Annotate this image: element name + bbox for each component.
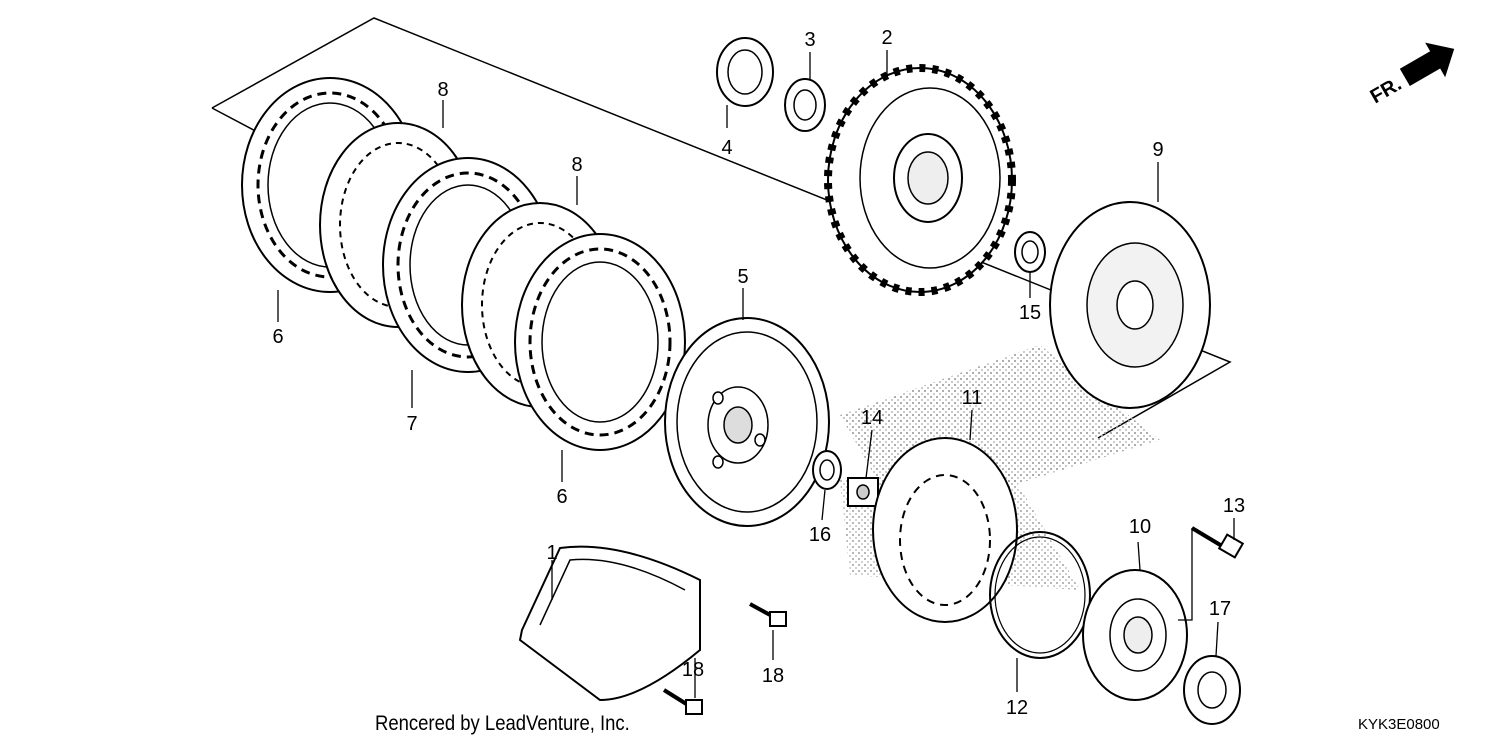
part-3-collar	[785, 79, 825, 131]
render-credit: Rencered by LeadVenture, Inc.	[375, 712, 630, 735]
callout-18-right[interactable]: 18	[761, 665, 785, 687]
callout-16[interactable]: 16	[808, 524, 832, 546]
part-10-bearing-holder	[1083, 570, 1187, 700]
part-11-disc	[873, 438, 1017, 622]
part-1-guide	[520, 547, 700, 700]
part-9-cover-plate	[1050, 202, 1210, 408]
diagram-code: KYK3E0800	[1358, 716, 1440, 733]
callout-4[interactable]: 4	[721, 137, 733, 159]
part-14-nut	[848, 478, 878, 506]
part-2-clutch-outer	[828, 68, 1012, 292]
part-13-bolt	[1192, 528, 1243, 557]
callout-2[interactable]: 2	[881, 27, 893, 49]
callout-8-right[interactable]: 8	[571, 154, 583, 176]
callout-14[interactable]: 14	[860, 407, 884, 429]
callout-5[interactable]: 5	[737, 266, 749, 288]
callout-8-left[interactable]: 8	[437, 79, 449, 101]
callout-18-left[interactable]: 18	[681, 659, 705, 681]
part-18-bolt-lower	[664, 690, 702, 714]
callout-12[interactable]: 12	[1005, 697, 1029, 719]
callout-9[interactable]: 9	[1152, 139, 1164, 161]
callout-1[interactable]: 1	[546, 542, 558, 564]
part-18-bolt-upper	[750, 604, 786, 626]
front-direction-arrow: FR.	[1367, 42, 1455, 108]
part-17-bearing	[1184, 656, 1240, 724]
callout-15[interactable]: 15	[1018, 302, 1042, 324]
callout-6-right[interactable]: 6	[556, 486, 568, 508]
part-4-bearing-ring	[717, 38, 773, 106]
part-16-washer	[813, 451, 841, 489]
callout-11[interactable]: 11	[961, 387, 983, 409]
callout-6-left[interactable]: 6	[272, 326, 284, 348]
callout-13[interactable]: 13	[1222, 495, 1246, 517]
leader-lines	[278, 50, 1234, 698]
callout-3[interactable]: 3	[804, 29, 816, 51]
fr-label: FR.	[1367, 73, 1406, 108]
part-6-friction-disc-right	[515, 234, 685, 450]
callout-7[interactable]: 7	[406, 413, 418, 435]
part-15-washer	[1015, 232, 1045, 272]
assembly-outline	[212, 18, 1230, 438]
part-12-snap-ring	[990, 532, 1090, 658]
part-5-pressure-plate	[665, 318, 829, 526]
callout-17[interactable]: 17	[1208, 598, 1232, 620]
callout-10[interactable]: 10	[1128, 516, 1152, 538]
